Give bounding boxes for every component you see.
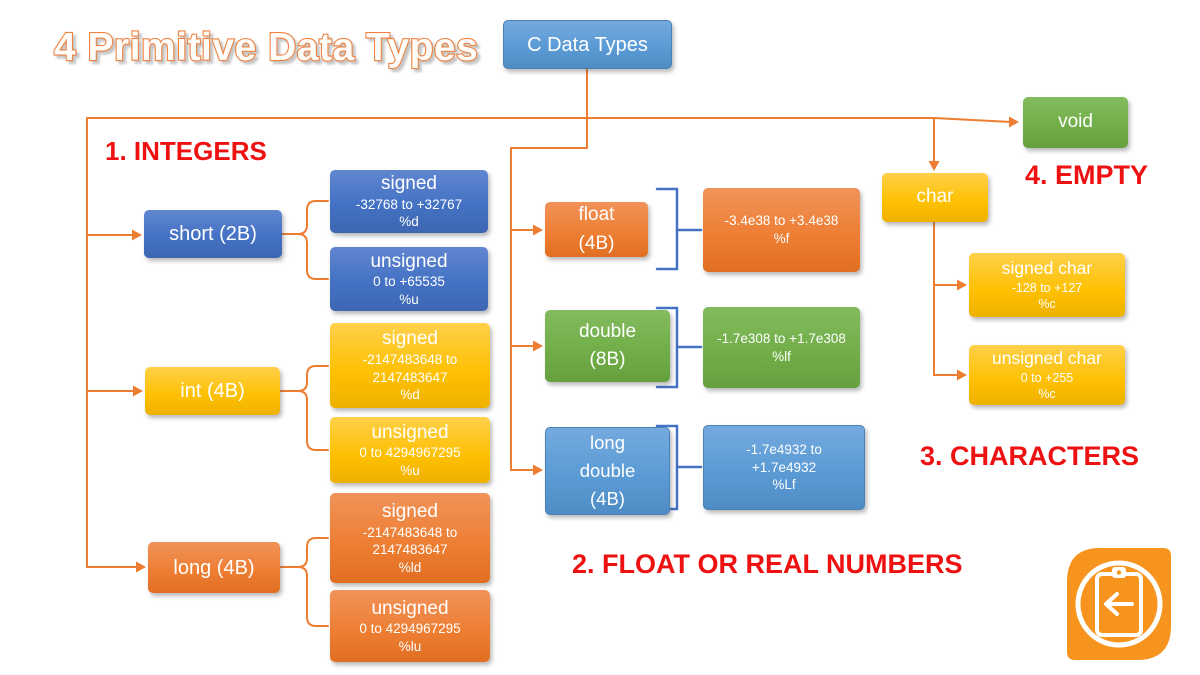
node-format: %c [1038,387,1056,402]
node-title: unsigned [370,250,448,272]
node-label: void [1058,111,1093,133]
node-format: %lu [398,638,422,654]
node-label-1: double [578,320,637,342]
node-range-1: -1.7e4932 to [746,442,822,458]
node-range: -3.4e38 to +3.4e38 [724,213,839,229]
node-format: %u [400,462,420,478]
node-long-double: long double (4B) [545,427,670,515]
heading-characters: 3. CHARACTERS [920,441,1140,471]
node-short-unsigned: unsigned 0 to +65535 %u [330,247,488,311]
node-format: %ld [398,559,422,575]
heading-integers: 1. INTEGERS [105,136,267,166]
diagram-title-text: 4 Primitive Data Types [54,26,478,69]
connector-brace-short [281,200,329,280]
node-double-range: -1.7e308 to +1.7e308 %lf [703,307,860,388]
node-label-3: (4B) [590,487,625,509]
node-format: %c [1038,297,1056,312]
node-label-1: long [590,432,625,454]
node-void: void [1023,97,1128,148]
node-title: signed [382,500,438,522]
node-format: %d [400,387,420,403]
node-format: %u [399,291,419,307]
bracket-float-range [655,187,703,271]
node-int-signed: signed -2147483648 to 2147483647 %d [330,323,490,408]
node-range-2: 2147483647 [372,542,448,558]
node-label: C Data Types [527,33,648,56]
diagram-title: 4 Primitive Data Types [53,25,479,70]
node-label-1: float [578,204,615,225]
node-title: signed [382,328,438,350]
node-range: -32768 to +32767 [355,196,463,212]
connector-brace-int [279,365,329,451]
heading-empty: 4. EMPTY [1025,160,1149,190]
node-range-1: -2147483648 to [362,352,458,368]
node-short: short (2B) [144,210,282,258]
node-format: %lf [772,348,791,364]
node-format: %f [773,231,790,246]
node-range-1: -2147483648 to [362,524,458,540]
connector-root-to-float-branch [510,66,588,476]
node-double: double (8B) [545,310,670,382]
node-label-2: (4B) [578,232,615,254]
node-long-signed: signed -2147483648 to 2147483647 %ld [330,493,490,583]
node-label-2: (8B) [589,349,626,370]
node-c-data-types: C Data Types [503,20,672,69]
heading-floats: 2. FLOAT OR REAL NUMBERS [572,549,963,579]
connector-integers-spine [86,117,146,573]
node-title: unsigned char [992,348,1102,369]
node-title: signed [381,173,437,195]
node-range: 0 to 4294967295 [359,621,461,637]
node-char: char [882,173,988,222]
node-format: %d [399,214,419,230]
node-short-signed: signed -32768 to +32767 %d [330,170,488,233]
node-range-2: +1.7e4932 [751,459,817,475]
node-label: char [916,186,954,208]
node-int-unsigned: unsigned 0 to 4294967295 %u [330,417,490,483]
node-range: -128 to +127 [1011,281,1083,296]
clipboard-back-arrow-icon [1067,548,1171,660]
node-range: 0 to 4294967295 [359,445,461,461]
node-long-double-range: -1.7e4932 to +1.7e4932 %Lf [703,425,865,510]
node-unsigned-char: unsigned char 0 to +255 %c [969,345,1125,405]
node-label: long (4B) [173,556,255,579]
node-range: -1.7e308 to +1.7e308 [717,330,846,346]
node-label: short (2B) [169,223,257,245]
node-title: signed char [1001,258,1093,279]
node-long: long (4B) [148,542,280,593]
node-format: %Lf [772,477,796,493]
node-int: int (4B) [145,367,280,415]
node-title: unsigned [371,597,449,619]
connector-brace-long [279,537,329,627]
connector-char-children [933,221,967,381]
node-float: float (4B) [545,202,648,257]
node-signed-char: signed char -128 to +127 %c [969,253,1125,317]
node-range: 0 to +65535 [373,274,445,290]
node-label: int (4B) [180,380,245,402]
node-title: unsigned [371,421,449,443]
node-label-2: double [579,460,636,482]
node-long-unsigned: unsigned 0 to 4294967295 %lu [330,590,490,662]
node-range: 0 to +255 [1020,371,1074,386]
node-range-2: 2147483647 [372,369,448,385]
node-float-range: -3.4e38 to +3.4e38 %f [703,188,860,272]
